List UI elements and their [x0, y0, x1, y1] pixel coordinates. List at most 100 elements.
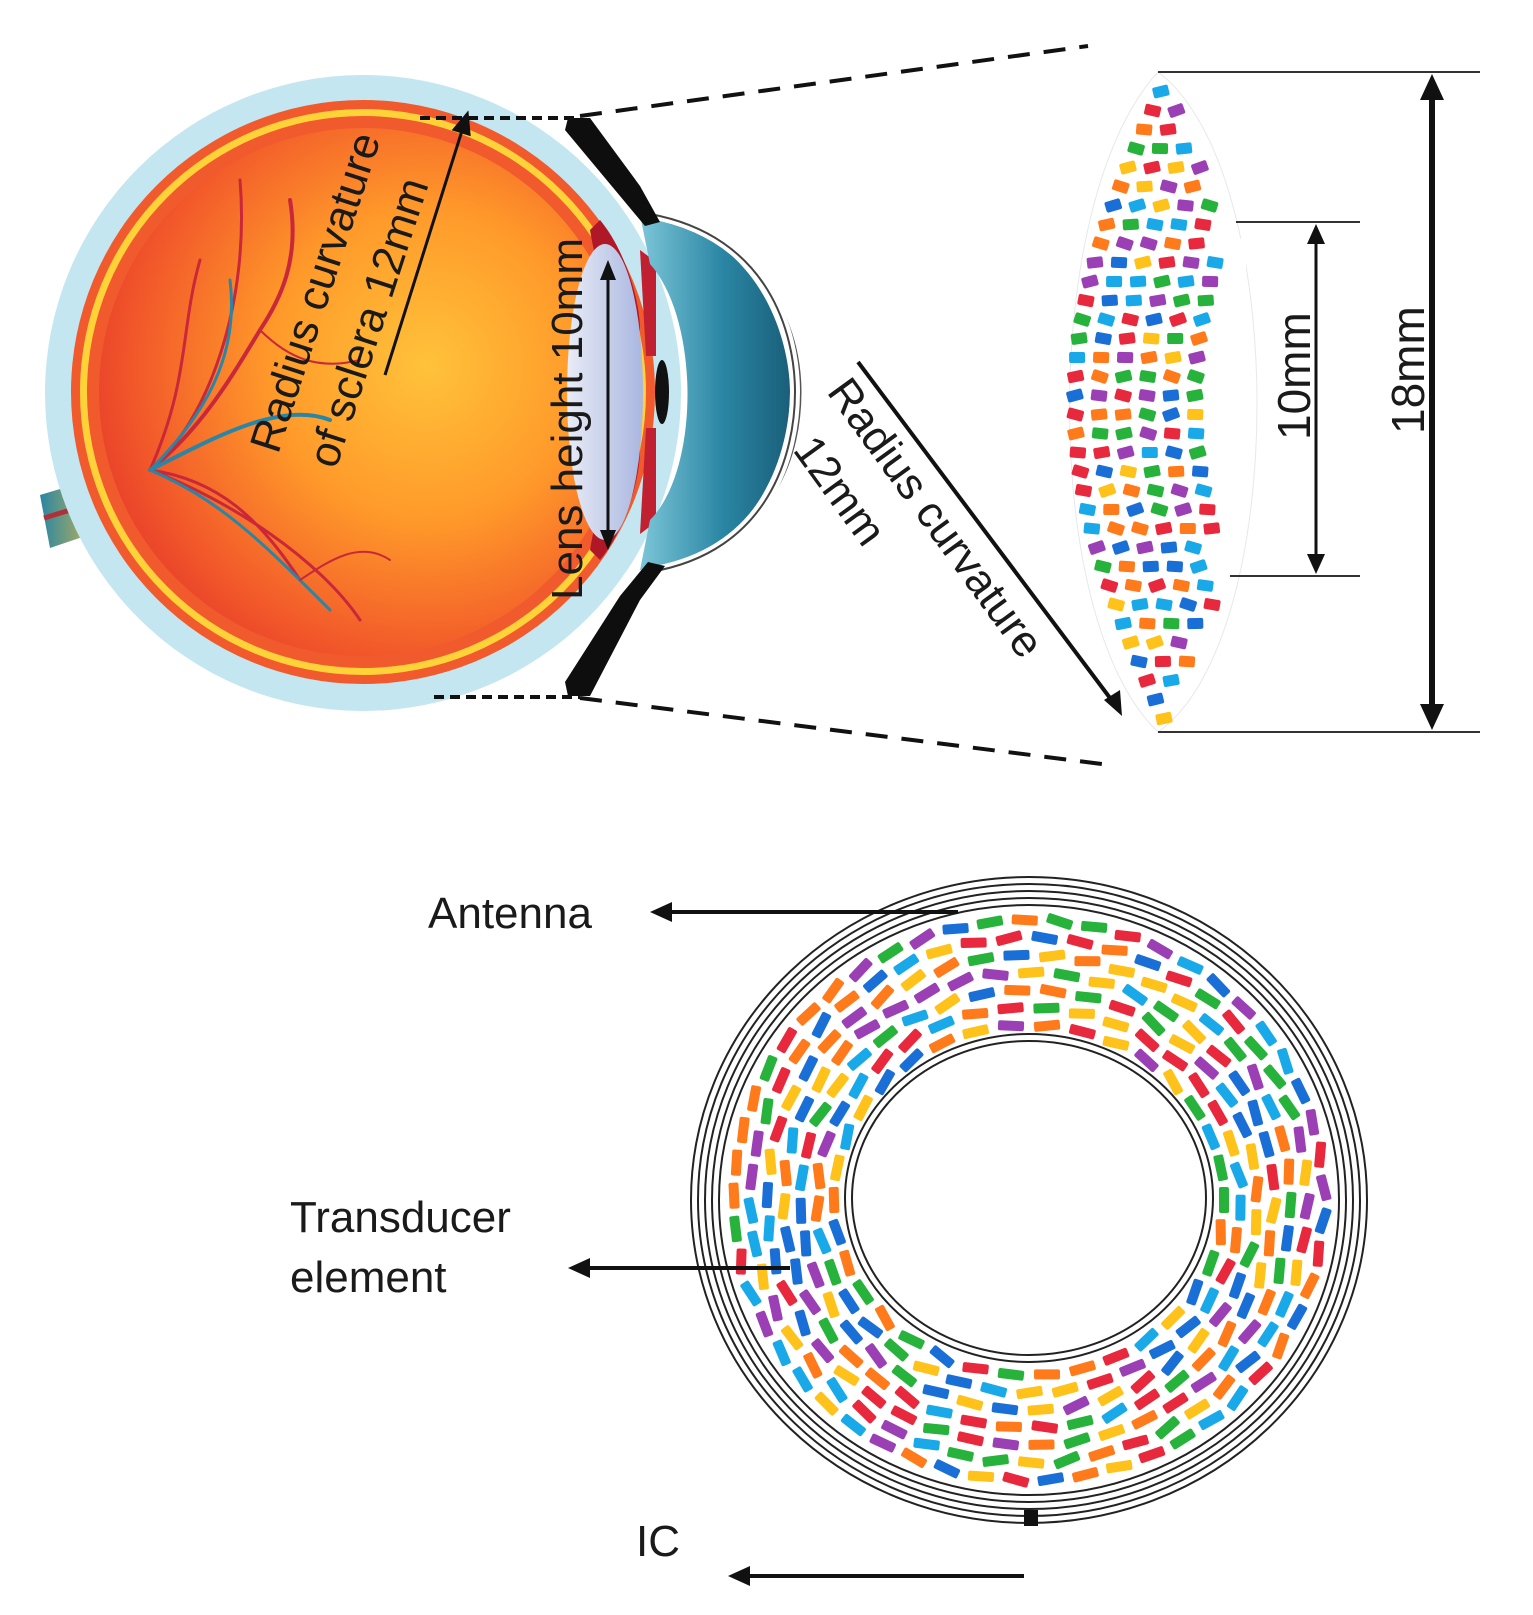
transducer-element — [1155, 1416, 1180, 1440]
lens-element — [1094, 559, 1112, 574]
lens-element — [1203, 522, 1221, 535]
transducer-element — [838, 1288, 860, 1315]
lens-element — [1170, 483, 1189, 498]
lens-element — [1070, 332, 1088, 345]
transducer-element — [962, 1007, 989, 1020]
transducer-element — [1101, 1402, 1128, 1424]
transducer-element — [809, 1101, 832, 1127]
lens-element — [1174, 502, 1192, 517]
lens-element — [1188, 350, 1206, 365]
transducer-element — [1033, 1019, 1061, 1032]
lens-element — [1203, 598, 1221, 611]
sclera-radius-arrow — [383, 110, 471, 376]
transducer-element — [764, 1148, 777, 1175]
lens-element — [1206, 256, 1224, 269]
lens-dimension-lines — [1158, 71, 1480, 733]
transducer-element — [1149, 1339, 1176, 1360]
lens-element — [1114, 616, 1132, 631]
transducer-element — [790, 1258, 803, 1285]
transducer-element — [1250, 1209, 1262, 1236]
transducer-element — [840, 1123, 855, 1151]
transducer-element — [982, 968, 1009, 981]
transducer-element — [848, 1072, 869, 1099]
transducer-element — [1202, 1249, 1220, 1277]
transducer-element — [811, 1338, 835, 1364]
transducer-element — [1280, 1225, 1294, 1252]
transducer-element — [1027, 1403, 1054, 1416]
transducer-element — [874, 1069, 895, 1096]
lens-element — [1077, 293, 1095, 308]
lens-element — [1143, 103, 1162, 118]
antenna-label: Antenna — [428, 889, 592, 938]
lens-radius-arrow — [856, 360, 1122, 716]
lens-element — [1139, 370, 1157, 383]
transducer-element — [1162, 1392, 1189, 1414]
lens-element — [1188, 445, 1207, 460]
transducer-element — [1098, 1424, 1126, 1441]
lens-element — [1118, 332, 1136, 345]
transducer-element — [967, 1470, 995, 1483]
lens-element — [1191, 160, 1209, 175]
transducer-element — [817, 1130, 836, 1158]
transducer-element — [735, 1248, 747, 1275]
lens-element — [1148, 578, 1166, 593]
transducer-element — [865, 1367, 890, 1391]
transducer-element — [847, 1047, 872, 1071]
transducer-element — [1184, 1095, 1206, 1121]
lens-element — [1193, 312, 1211, 327]
lens-element — [1155, 521, 1173, 536]
transducer-element — [811, 1066, 831, 1093]
transducer-element — [1261, 1093, 1281, 1121]
transducer-element — [772, 1339, 791, 1367]
transducer-element — [942, 923, 969, 935]
transducer-element — [730, 1149, 743, 1176]
transducer-element — [841, 1006, 867, 1029]
retinal-vessels — [148, 178, 391, 622]
lens-element — [1098, 483, 1117, 498]
transducer-element — [1312, 1240, 1325, 1267]
lens-element — [1167, 103, 1186, 118]
transducer-element — [1190, 1371, 1217, 1393]
transducer-element — [914, 982, 940, 1004]
transducer-element — [745, 1163, 759, 1191]
transducer-element — [1188, 1072, 1210, 1099]
lens-transducer-elements — [1066, 84, 1224, 726]
lens-element — [1155, 711, 1173, 726]
transducer-element — [1187, 1327, 1210, 1354]
transducer-element — [1122, 1434, 1149, 1451]
transducer-element — [1034, 1369, 1061, 1380]
transducer-element — [772, 1067, 791, 1094]
transducer-element — [870, 984, 895, 1010]
lens-element — [1135, 123, 1153, 136]
transducer-element — [1314, 1141, 1327, 1168]
transducer-element — [1272, 1332, 1290, 1360]
transducer-element — [894, 1386, 920, 1409]
lens-element — [1078, 502, 1096, 517]
transducer-element — [1235, 1350, 1261, 1374]
transducer-element — [1138, 1446, 1166, 1464]
transducer-element — [780, 1225, 796, 1253]
transducer-element — [1168, 1034, 1196, 1054]
projection-lines — [420, 44, 1103, 766]
transducer-element — [1248, 1361, 1273, 1386]
transducer-element — [1287, 1303, 1308, 1330]
transducer-element — [853, 1094, 873, 1122]
transducer-element — [796, 1002, 821, 1026]
transducer-element — [747, 1085, 762, 1112]
transducer-element — [1062, 1396, 1090, 1416]
transducer-element — [852, 1279, 874, 1305]
lens-element — [1162, 389, 1180, 402]
lens-element — [1160, 541, 1178, 554]
transducer-element — [1119, 1358, 1146, 1377]
eye-illustration — [40, 75, 802, 711]
transducer-element — [1230, 1226, 1242, 1254]
lens-element — [1066, 388, 1084, 403]
transducer-element — [1086, 1373, 1114, 1390]
transducer-element — [995, 930, 1023, 946]
transducer-element — [1066, 934, 1094, 950]
antenna-callout — [650, 902, 958, 922]
lens-element — [1095, 464, 1113, 479]
lens-element — [1166, 560, 1184, 573]
transducer-element — [1218, 1186, 1230, 1214]
transducer-element — [1222, 1009, 1245, 1035]
